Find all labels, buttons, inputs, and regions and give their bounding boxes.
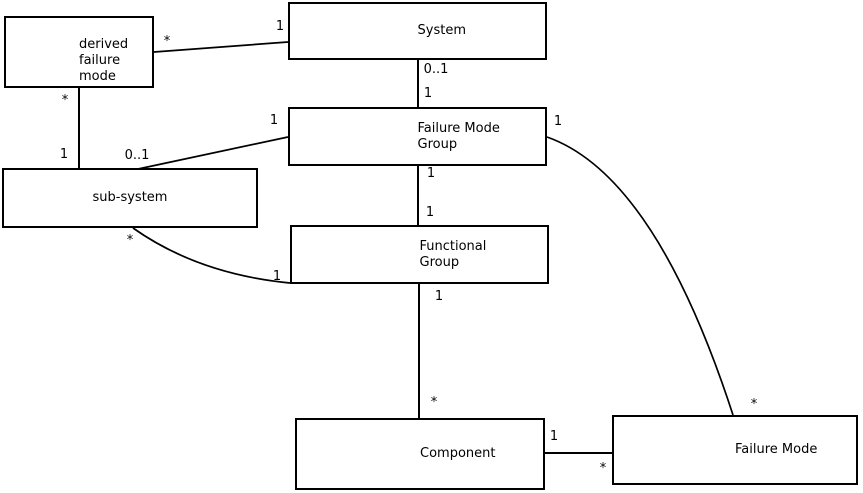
multiplicity-system-fmgroup-to: 1: [423, 86, 433, 101]
multiplicity-system-fmgroup-from: 0..1: [423, 62, 449, 77]
node-sub-system-label: sub-system: [92, 190, 168, 205]
edge-sub-system-functional-group: [132, 227, 291, 284]
node-functional-group-label: Functional Group: [419, 238, 487, 270]
multiplicity-fmgroup-funcgroup-from: 1: [426, 166, 436, 181]
multiplicity-system-derived-to: *: [163, 34, 171, 49]
multiplicity-subsystem-funcgroup-from: *: [126, 233, 134, 248]
node-derived-failure-mode-label: derived failure mode: [79, 37, 129, 84]
multiplicity-fmgroup-funcgroup-to: 1: [425, 205, 435, 220]
node-component: Component: [295, 418, 545, 490]
multiplicity-fmgroup-subsystem-to: 0..1: [124, 148, 150, 163]
node-system-label: System: [417, 23, 466, 38]
multiplicity-system-derived-from: 1: [275, 19, 285, 34]
node-failure-mode-label: Failure Mode: [735, 442, 818, 457]
node-functional-group: Functional Group: [290, 225, 549, 284]
multiplicity-fmgroup-failuremode-from: 1: [553, 114, 563, 129]
node-failure-mode: Failure Mode: [612, 415, 858, 485]
edge-failure-mode-group-sub-system: [137, 136, 289, 170]
multiplicity-component-failuremode-from: 1: [549, 429, 559, 444]
multiplicity-derived-subsystem-from: *: [61, 93, 69, 108]
node-sub-system: sub-system: [2, 168, 258, 228]
multiplicity-fmgroup-failuremode-to: *: [750, 397, 758, 412]
multiplicity-funcgroup-component-from: 1: [434, 289, 444, 304]
multiplicity-derived-subsystem-to: 1: [59, 147, 69, 162]
node-system: System: [288, 2, 547, 60]
multiplicity-fmgroup-subsystem-from: 1: [269, 113, 279, 128]
multiplicity-subsystem-funcgroup-to: 1: [272, 269, 282, 284]
node-component-label: Component: [420, 446, 496, 461]
edge-system-derived-failure-mode: [153, 41, 289, 53]
node-failure-mode-group: Failure Mode Group: [288, 107, 547, 166]
multiplicity-funcgroup-component-to: *: [430, 395, 438, 410]
edge-failure-mode-group-failure-mode: [546, 136, 734, 416]
multiplicity-component-failuremode-to: *: [599, 461, 607, 476]
node-derived-failure-mode: derived failure mode: [4, 16, 154, 88]
node-failure-mode-group-label: Failure Mode Group: [417, 120, 500, 152]
